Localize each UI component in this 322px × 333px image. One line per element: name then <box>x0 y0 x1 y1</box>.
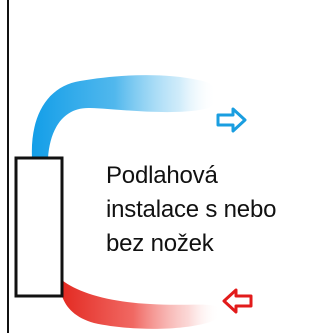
caption-line-1: Podlahová <box>106 162 218 189</box>
installation-caption: Podlahová instalace s nebo bez nožek <box>106 159 320 261</box>
caption-line-2: instalace s nebo <box>106 196 277 223</box>
cold-air-flow <box>31 75 217 158</box>
radiator-unit <box>14 156 64 298</box>
arrow-left-icon <box>222 288 253 314</box>
caption-line-3: bez nožek <box>106 230 214 257</box>
warm-air-flow <box>62 280 221 329</box>
arrow-right-icon <box>216 107 247 133</box>
